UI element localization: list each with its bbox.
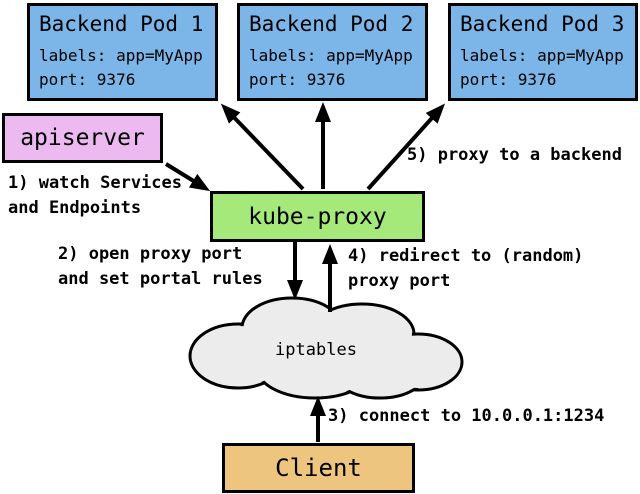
pod-title: Backend Pod 1 <box>39 12 204 36</box>
arrow-kube-proxy-to-pod3 <box>366 103 446 191</box>
pod-title: Backend Pod 2 <box>249 12 414 36</box>
annotation-step-3: 3) connect to 10.0.0.1:1234 <box>328 406 605 426</box>
pod-labels: labels: app=MyApp <box>39 46 203 65</box>
annotation-step-1: 1) watch Services and Endpoints <box>8 173 182 218</box>
pod-port: port: 9376 <box>39 70 136 89</box>
annotation-step-2: 2) open proxy port and set portal rules <box>58 244 263 289</box>
iptables-label: iptables <box>275 340 357 360</box>
client-box: Client <box>222 443 415 493</box>
pod-port: port: 9376 <box>249 70 346 89</box>
backend-pod-1-box: Backend Pod 1 labels: app=MyApp port: 93… <box>27 3 218 101</box>
pod-labels: labels: app=MyApp <box>460 46 624 65</box>
pod-title: Backend Pod 3 <box>460 12 625 36</box>
arrow-apiserver-to-kube-proxy <box>164 162 211 192</box>
kube-proxy-box: kube-proxy <box>210 191 425 242</box>
apiserver-label: apiserver <box>20 125 145 151</box>
backend-pod-2-box: Backend Pod 2 labels: app=MyApp port: 93… <box>237 3 428 101</box>
pod-labels: labels: app=MyApp <box>249 46 413 65</box>
apiserver-box: apiserver <box>2 113 163 163</box>
iptables-cloud <box>188 296 464 400</box>
client-label: Client <box>275 454 362 482</box>
kube-proxy-label: kube-proxy <box>248 203 387 230</box>
annotation-step-4: 4) redirect to (random) proxy port <box>348 246 584 291</box>
pod-port: port: 9376 <box>460 70 557 89</box>
arrow-kube-proxy-to-pod1 <box>220 103 305 191</box>
backend-pod-3-box: Backend Pod 3 labels: app=MyApp port: 93… <box>448 3 638 101</box>
annotation-step-5: 5) proxy to a backend <box>407 145 622 165</box>
